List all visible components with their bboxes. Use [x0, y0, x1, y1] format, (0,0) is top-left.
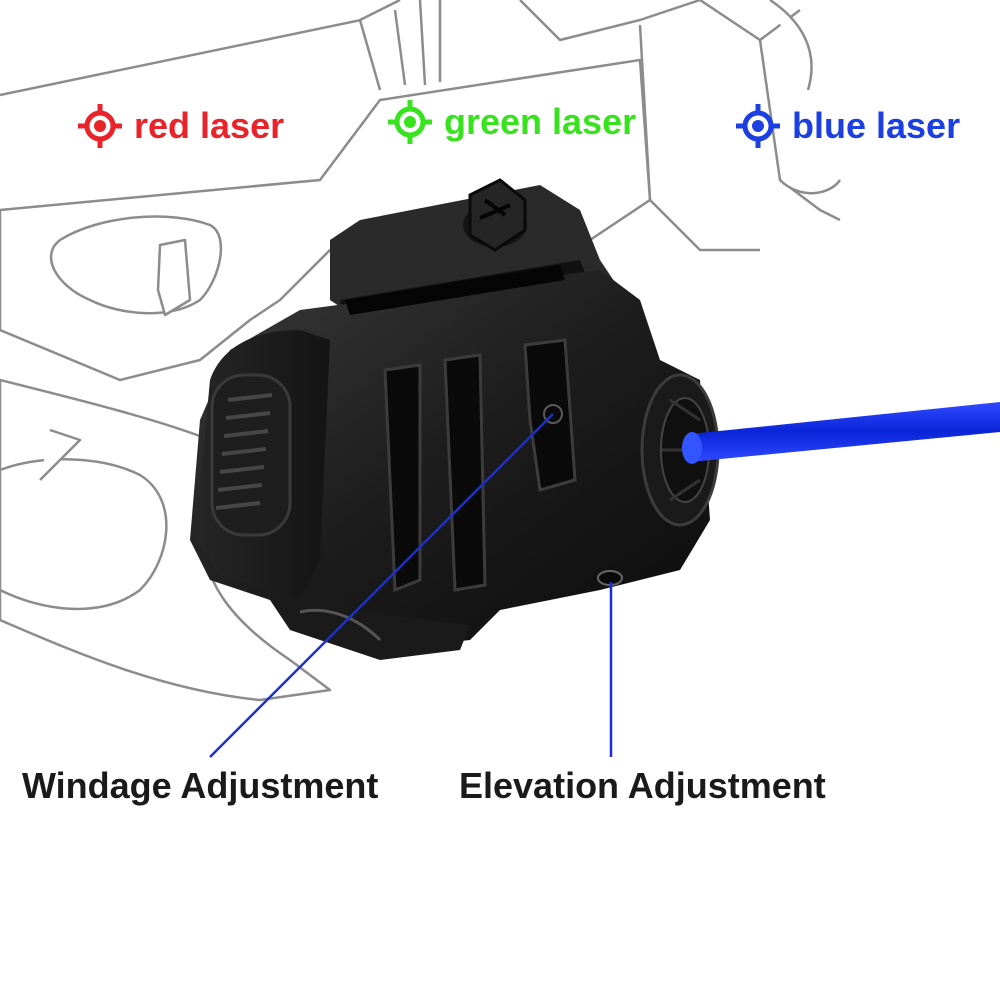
- front-grooves: [383, 338, 577, 593]
- top-adjustment-knob: [463, 178, 527, 252]
- blue-reticle-icon: [736, 104, 780, 148]
- legend-red-laser: red laser: [78, 104, 284, 148]
- red-reticle-icon: [78, 104, 122, 148]
- green-reticle-icon: [388, 100, 432, 144]
- legend-label-green: green laser: [444, 101, 637, 142]
- activation-switch: [210, 373, 292, 537]
- pistol-outline: [0, 0, 842, 702]
- laser-beam: [690, 402, 1000, 462]
- windage-leader-line: [209, 413, 554, 758]
- legend-label-red: red laser: [134, 105, 285, 146]
- laser-sight: [190, 178, 720, 660]
- windage-adjustment-label: Windage Adjustment: [22, 765, 379, 806]
- elevation-adjustment-label: Elevation Adjustment: [459, 765, 826, 806]
- legend-green-laser: green laser: [388, 100, 636, 144]
- legend-label-blue: blue laser: [792, 105, 961, 146]
- legend-blue-laser: blue laser: [736, 104, 960, 148]
